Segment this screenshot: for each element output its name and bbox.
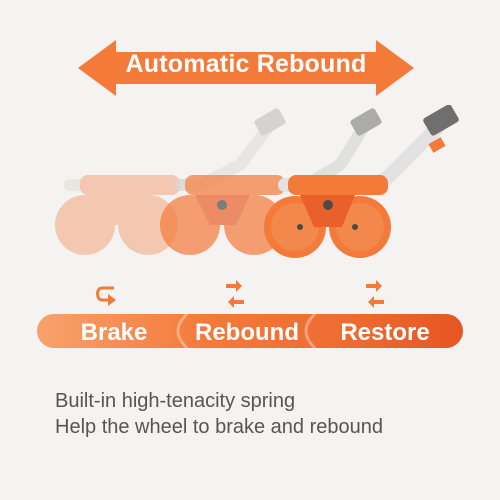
u-turn-arrow-icon — [92, 280, 120, 314]
ab-roller-illustration — [55, 105, 459, 258]
ghost-roller-middle — [160, 108, 382, 255]
stage-rebound-label: Rebound — [195, 319, 299, 346]
stage-bar: Brake Rebound Restore — [37, 314, 463, 348]
bidirectional-arrows-icon — [362, 278, 390, 312]
caption-line-2: Help the wheel to brake and rebound — [55, 416, 384, 438]
automatic-rebound-banner: Automatic Rebound — [78, 38, 414, 98]
caption-line-1: Built-in high-tenacity spring — [55, 390, 296, 412]
double-arrow-icon — [78, 40, 414, 96]
stage-brake-label: Brake — [80, 319, 148, 346]
caption: Built-in high-tenacity spring Help the w… — [55, 388, 475, 440]
front-roller — [264, 105, 459, 258]
stage-restore-label: Restore — [340, 319, 430, 346]
bidirectional-arrows-icon — [222, 278, 250, 312]
banner-title: Automatic Rebound — [125, 50, 367, 78]
